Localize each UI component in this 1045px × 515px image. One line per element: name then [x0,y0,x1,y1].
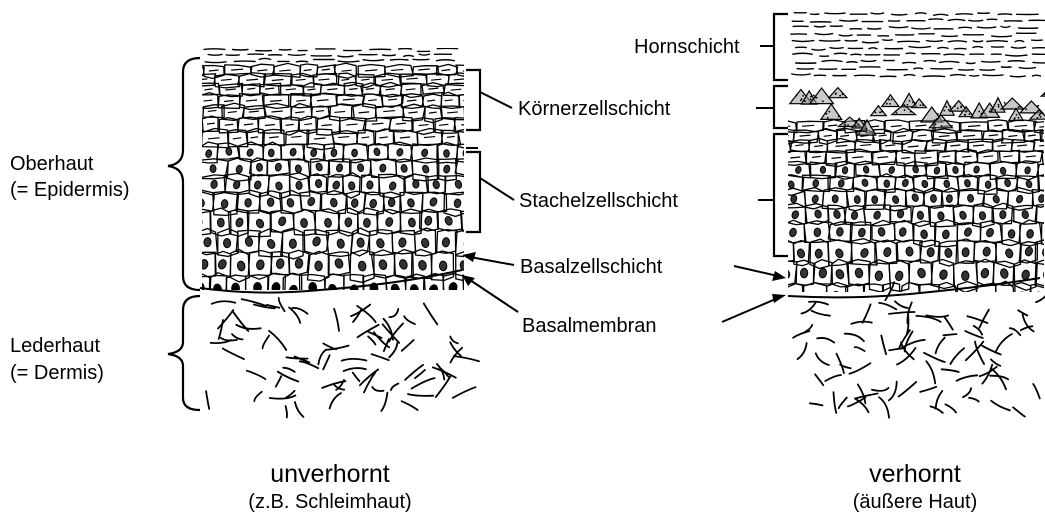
left-stachelzell-bracket [466,152,480,232]
right-basal-membrane [788,278,1040,297]
left-dermis-fibers [206,298,479,418]
right-koernerzell-bracket [774,86,788,128]
basalmembran-label: Basalmembran [522,315,657,337]
basalmembran-arrow-right [722,294,786,322]
basalzellschicht-label: Basalzellschicht [520,256,663,278]
left-tissue-drawing [185,48,482,417]
oberhaut-brace [168,58,200,290]
koernerzell-connector-left [480,92,512,108]
basalmembran-arrow-left [462,275,518,312]
basalzell-arrow-right [734,266,786,281]
koernerzellschicht-label: Körnerzellschicht [518,98,671,120]
basalzell-arrow-left [462,252,514,265]
lederhaut-label: Lederhaut [10,335,101,357]
left-epidermis-cells [185,48,482,306]
left-caption-sub: (z.B. Schleimhaut) [248,491,411,513]
right-tissue-drawing [772,13,1045,418]
right-horn-layer-flakes [791,13,1045,77]
lederhaut-sub-label: (= Dermis) [10,362,104,384]
stachelzell-connector-left [480,178,514,200]
right-caption-sub: (äußere Haut) [853,491,978,513]
right-dermis-fibers [793,282,1045,418]
right-epidermis-cells [772,120,1045,319]
right-horn-bracket [774,14,788,80]
right-granular-layer [790,87,1045,135]
right-stachelzell-bracket [774,134,788,256]
lederhaut-brace [168,296,200,410]
hornschicht-label: Hornschicht [634,36,740,58]
right-caption: verhornt [869,460,961,488]
left-koernerzell-bracket [466,70,480,130]
left-caption: unverhornt [270,460,390,488]
oberhaut-sub-label: (= Epidermis) [10,179,129,201]
stachelzellschicht-label: Stachelzellschicht [519,190,678,212]
oberhaut-label: Oberhaut [10,153,94,175]
